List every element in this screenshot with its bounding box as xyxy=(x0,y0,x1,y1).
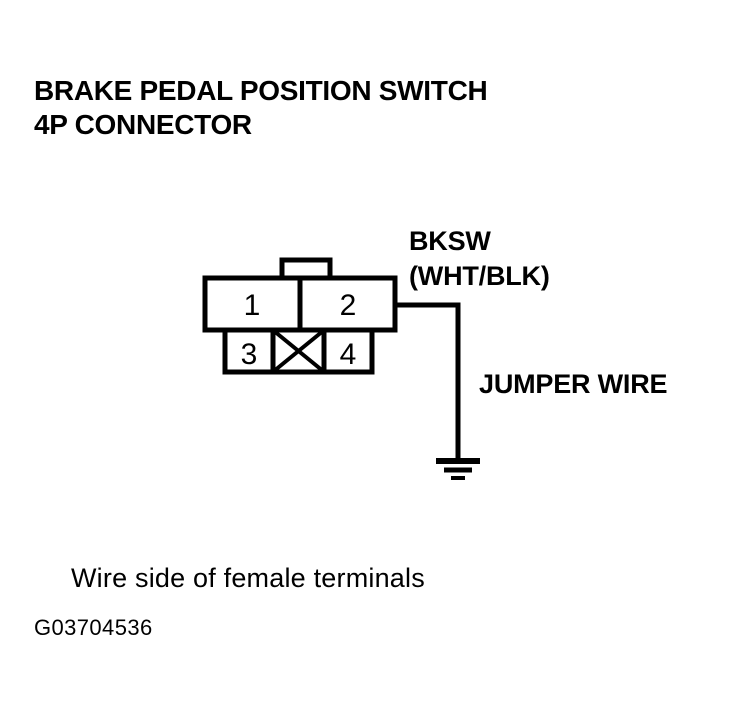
terminal-number-4: 4 xyxy=(340,338,357,371)
connector-bottom-row xyxy=(222,327,375,375)
terminal-number-1: 1 xyxy=(244,289,261,322)
x-cross-icon xyxy=(272,329,325,373)
page-title: BRAKE PEDAL POSITION SWITCH 4P CONNECTOR xyxy=(34,74,488,142)
page-title-line-1: BRAKE PEDAL POSITION SWITCH xyxy=(34,75,488,106)
jumper-wire-path xyxy=(395,302,461,461)
terminal-number-3: 3 xyxy=(241,338,258,371)
wire-label-colors: (WHT/BLK) xyxy=(409,261,550,291)
wire-label-name: BKSW xyxy=(409,226,491,256)
wire-label-bksw: BKSW (WHT/BLK) xyxy=(409,224,550,294)
connector-top-row xyxy=(202,275,398,333)
diagram-caption: Wire side of female terminals xyxy=(71,563,425,593)
connector-tab xyxy=(279,257,333,278)
jumper-wire-label: JUMPER WIRE xyxy=(479,369,668,399)
terminal-number-2: 2 xyxy=(340,289,357,322)
page-title-line-2: 4P CONNECTOR xyxy=(34,109,252,140)
figure-reference-code: G03704536 xyxy=(34,615,153,640)
ground-symbol xyxy=(436,458,480,480)
